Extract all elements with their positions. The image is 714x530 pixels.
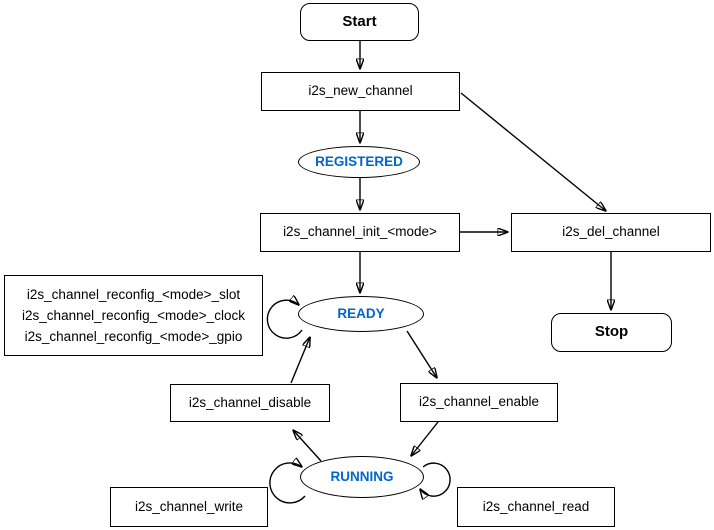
- node-state-ready: READY: [298, 296, 424, 332]
- node-state-registered-label: REGISTERED: [315, 153, 403, 169]
- node-i2s-channel-disable: i2s_channel_disable: [170, 384, 330, 422]
- node-i2s-channel-read: i2s_channel_read: [457, 487, 615, 527]
- node-i2s-channel-enable-label: i2s_channel_enable: [418, 394, 540, 410]
- node-i2s-channel-write-label: i2s_channel_write: [134, 498, 244, 514]
- node-reconfig-line-gpio: i2s_channel_reconfig_<mode>_gpio: [24, 329, 243, 344]
- node-i2s-channel-read-label: i2s_channel_read: [482, 498, 590, 514]
- node-i2s-channel-disable-label: i2s_channel_disable: [188, 394, 312, 410]
- node-start: Start: [300, 3, 419, 41]
- edge-disable-to-ready: [290, 337, 310, 384]
- node-reconfig-line-clock: i2s_channel_reconfig_<mode>_clock: [22, 308, 245, 323]
- edge-running-to-disable: [293, 430, 322, 462]
- node-state-running-label: RUNNING: [330, 468, 394, 484]
- node-i2s-channel-enable: i2s_channel_enable: [400, 383, 558, 422]
- edge-running-self-loop-right: [420, 462, 451, 496]
- edge-ready-self-loop: [266, 300, 303, 339]
- node-state-running: RUNNING: [300, 456, 424, 498]
- edge-ready-to-enable: [406, 330, 437, 378]
- edge-new-channel-to-del-channel: [460, 92, 606, 211]
- edge-running-self-loop-left: [269, 463, 306, 504]
- node-i2s-del-channel-label: i2s_del_channel: [562, 224, 660, 240]
- node-i2s-new-channel: i2s_new_channel: [261, 72, 460, 111]
- node-i2s-channel-init: i2s_channel_init_<mode>: [260, 213, 460, 252]
- node-stop: Stop: [551, 313, 672, 352]
- node-stop-label: Stop: [594, 323, 629, 341]
- node-i2s-channel-init-label: i2s_channel_init_<mode>: [283, 224, 437, 240]
- node-start-label: Start: [342, 12, 377, 30]
- node-state-ready-label: READY: [337, 305, 385, 321]
- node-i2s-new-channel-label: i2s_new_channel: [308, 83, 413, 99]
- edge-enable-to-running: [411, 421, 439, 456]
- node-i2s-del-channel: i2s_del_channel: [511, 213, 711, 252]
- node-i2s-channel-reconfig: i2s_channel_reconfig_<mode>_slot i2s_cha…: [4, 275, 263, 356]
- node-state-registered: REGISTERED: [298, 146, 420, 178]
- node-reconfig-line-slot: i2s_channel_reconfig_<mode>_slot: [26, 287, 241, 302]
- node-i2s-channel-write: i2s_channel_write: [110, 487, 268, 527]
